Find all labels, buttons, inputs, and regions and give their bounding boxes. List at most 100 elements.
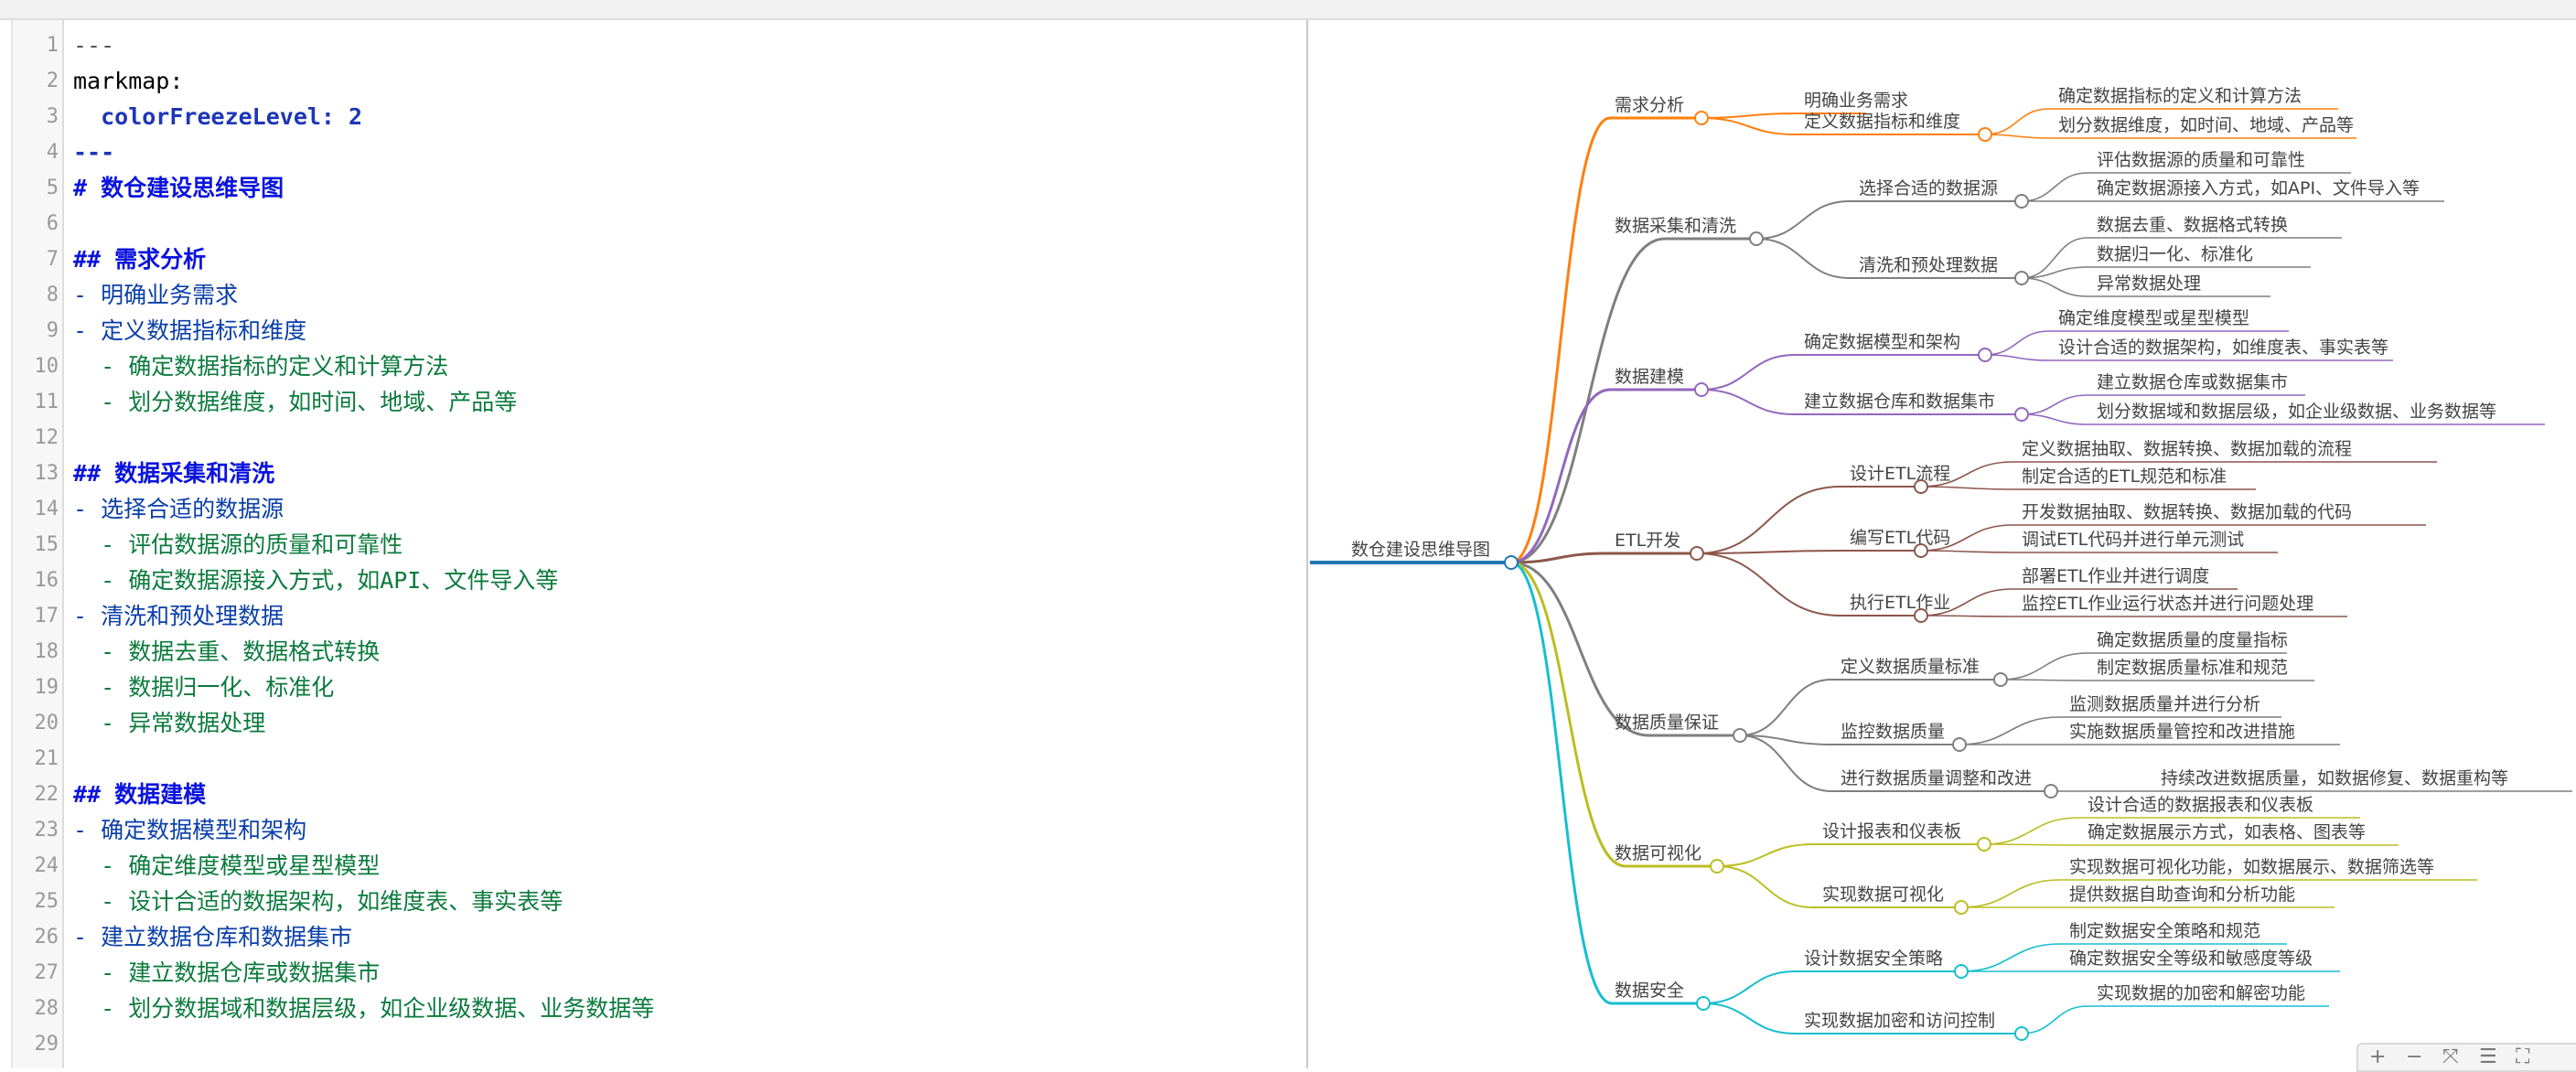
leaf-node-label[interactable]: 制定数据质量标准和规范	[2097, 658, 2288, 678]
branch-node-label[interactable]: 数据安全	[1615, 981, 1684, 1001]
leaf-node-label[interactable]: 划分数据维度，如时间、地域、产品等	[2058, 115, 2354, 135]
code-line[interactable]: - 清洗和预处理数据	[73, 603, 284, 629]
branch-toggle-circle[interactable]	[1690, 546, 1704, 561]
leaf-node-label[interactable]: 数据归一化、标准化	[2097, 244, 2253, 264]
subbranch-node-label[interactable]: 确定数据模型和架构	[1804, 332, 1960, 352]
leaf-node-label[interactable]: 实施数据质量管控和改进措施	[2069, 722, 2295, 742]
branch-node-label[interactable]: ETL开发	[1615, 531, 1680, 551]
subbranch-toggle-circle[interactable]	[1954, 964, 1969, 979]
code-line[interactable]: - 设计合适的数据架构，如维度表、事实表等	[73, 888, 564, 915]
subbranch-toggle-circle[interactable]	[2014, 271, 2029, 285]
code-line[interactable]: - 确定数据指标的定义和计算方法	[73, 353, 449, 380]
root-node-label[interactable]: 数仓建设思维导图	[1351, 540, 1490, 560]
subbranch-node-label[interactable]: 明确业务需求	[1804, 91, 1908, 111]
subbranch-toggle-circle[interactable]	[1914, 608, 1928, 623]
code-line[interactable]: - 建立数据仓库和数据集市	[73, 924, 353, 950]
subbranch-node-label[interactable]: 实现数据加密和访问控制	[1804, 1011, 1995, 1031]
code-line[interactable]: ## 数据建模	[73, 781, 207, 808]
leaf-node-label[interactable]: 制定数据安全策略和规范	[2069, 921, 2260, 941]
code-line[interactable]: - 建立数据仓库或数据集市	[73, 959, 381, 986]
subbranch-toggle-circle[interactable]	[1978, 348, 1992, 362]
subbranch-node-label[interactable]: 实现数据可视化	[1822, 884, 1944, 905]
leaf-node-label[interactable]: 评估数据源的质量和可靠性	[2097, 150, 2305, 170]
leaf-node-label[interactable]: 确定数据源接入方式，如API、文件导入等	[2097, 178, 2420, 198]
subbranch-node-label[interactable]: 执行ETL作业	[1850, 593, 1950, 613]
subbranch-toggle-circle[interactable]	[1954, 900, 1969, 915]
branch-toggle-circle[interactable]	[1710, 859, 1724, 874]
code-line[interactable]: ## 数据采集和清洗	[73, 460, 275, 487]
leaf-node-label[interactable]: 调试ETL代码并进行单元测试	[2022, 530, 2244, 550]
subbranch-toggle-circle[interactable]	[2014, 407, 2029, 422]
leaf-node-label[interactable]: 监控ETL作业运行状态并进行问题处理	[2022, 594, 2313, 614]
leaf-node-label[interactable]: 制定合适的ETL规范和标准	[2022, 466, 2227, 487]
mindmap-preview[interactable]: 数仓建设思维导图 需求分析 明确业务需求定义数据指标和维度 确定数据指标的定义和计算方…	[1310, 20, 2576, 1068]
subbranch-node-label[interactable]: 设计ETL流程	[1850, 464, 1950, 484]
code-line[interactable]: - 确定维度模型或星型模型	[73, 852, 381, 879]
subbranch-node-label[interactable]: 建立数据仓库和数据集市	[1804, 391, 1995, 412]
code-line[interactable]: - 选择合适的数据源	[73, 496, 284, 522]
branch-node-label[interactable]: 数据可视化	[1615, 843, 1701, 863]
leaf-node-label[interactable]: 异常数据处理	[2097, 273, 2201, 294]
zoom-out-button[interactable]: −	[2406, 1045, 2423, 1068]
fit-view-button[interactable]: ⤧	[2442, 1045, 2459, 1068]
zoom-in-button[interactable]: +	[2369, 1045, 2387, 1068]
leaf-node-label[interactable]: 设计合适的数据架构，如维度表、事实表等	[2058, 338, 2388, 358]
branch-node-label[interactable]: 需求分析	[1615, 95, 1684, 115]
code-line[interactable]: - 确定数据源接入方式，如API、文件导入等	[73, 567, 559, 594]
branch-toggle-circle[interactable]	[1749, 231, 1764, 246]
leaf-node-label[interactable]: 监测数据质量并进行分析	[2069, 694, 2260, 714]
subbranch-toggle-circle[interactable]	[1914, 543, 1928, 558]
code-line[interactable]: - 异常数据处理	[73, 710, 266, 736]
branch-toggle-circle[interactable]	[1696, 996, 1711, 1011]
branch-node-label[interactable]: 数据建模	[1615, 367, 1684, 387]
leaf-node-label[interactable]: 实现数据可视化功能，如数据展示、数据筛选等	[2069, 857, 2434, 877]
layout-button[interactable]: ☰	[2479, 1045, 2497, 1068]
subbranch-node-label[interactable]: 进行数据质量调整和改进	[1841, 768, 2032, 788]
subbranch-toggle-circle[interactable]	[1914, 479, 1928, 494]
root-toggle-circle[interactable]	[1504, 555, 1519, 570]
subbranch-node-label[interactable]: 设计报表和仪表板	[1822, 821, 1961, 842]
leaf-node-label[interactable]: 设计合适的数据报表和仪表板	[2088, 795, 2313, 815]
subbranch-toggle-circle[interactable]	[1952, 737, 1967, 752]
subbranch-toggle-circle[interactable]	[1993, 672, 2008, 687]
subbranch-node-label[interactable]: 定义数据质量标准	[1841, 657, 1980, 677]
subbranch-toggle-circle[interactable]	[2044, 784, 2058, 799]
code-line[interactable]: colorFreezeLevel: 2	[73, 103, 363, 130]
code-line[interactable]: ---	[73, 139, 115, 166]
subbranch-node-label[interactable]: 监控数据质量	[1841, 722, 1945, 742]
subbranch-toggle-circle[interactable]	[1978, 127, 1992, 142]
leaf-node-label[interactable]: 划分数据域和数据层级，如企业级数据、业务数据等	[2097, 402, 2496, 422]
branch-toggle-circle[interactable]	[1694, 382, 1709, 397]
leaf-node-label[interactable]: 定义数据抽取、数据转换、数据加载的流程	[2022, 439, 2352, 459]
branch-node-label[interactable]: 数据质量保证	[1615, 713, 1719, 733]
leaf-node-label[interactable]: 建立数据仓库或数据集市	[2097, 372, 2288, 392]
code-line[interactable]: - 明确业务需求	[73, 282, 239, 308]
leaf-node-label[interactable]: 确定维度模型或星型模型	[2058, 308, 2249, 328]
fullscreen-button[interactable]: ⛶	[2516, 1045, 2530, 1068]
leaf-node-label[interactable]: 提供数据自助查询和分析功能	[2069, 884, 2295, 905]
leaf-node-label[interactable]: 确定数据指标的定义和计算方法	[2058, 86, 2302, 106]
subbranch-toggle-circle[interactable]	[2014, 194, 2029, 209]
subbranch-node-label[interactable]: 选择合适的数据源	[1859, 178, 1998, 198]
leaf-node-label[interactable]: 确定数据安全等级和敏感度等级	[2069, 949, 2313, 969]
code-line[interactable]: - 数据归一化、标准化	[73, 674, 335, 701]
branch-toggle-circle[interactable]	[1694, 111, 1709, 125]
subbranch-toggle-circle[interactable]	[1977, 837, 1991, 852]
leaf-node-label[interactable]: 数据去重、数据格式转换	[2097, 215, 2288, 235]
code-line[interactable]: markmap:	[73, 68, 184, 94]
subbranch-toggle-circle[interactable]	[2014, 1026, 2029, 1041]
branch-toggle-circle[interactable]	[1733, 728, 1747, 743]
subbranch-node-label[interactable]: 定义数据指标和维度	[1804, 112, 1960, 132]
leaf-node-label[interactable]: 实现数据的加密和解密功能	[2097, 983, 2305, 1003]
code-line[interactable]: ## 需求分析	[73, 246, 207, 273]
code-line[interactable]: - 划分数据维度，如时间、地域、产品等	[73, 389, 518, 415]
code-line[interactable]: # 数仓建设思维导图	[73, 175, 284, 201]
subbranch-node-label[interactable]: 编写ETL代码	[1850, 528, 1950, 548]
leaf-node-label[interactable]: 部署ETL作业并进行调度	[2022, 566, 2209, 586]
subbranch-node-label[interactable]: 清洗和预处理数据	[1859, 255, 1998, 275]
code-line[interactable]: - 评估数据源的质量和可靠性	[73, 531, 403, 558]
code-line[interactable]: - 数据去重、数据格式转换	[73, 638, 381, 665]
pane-divider[interactable]	[1306, 20, 1308, 1068]
